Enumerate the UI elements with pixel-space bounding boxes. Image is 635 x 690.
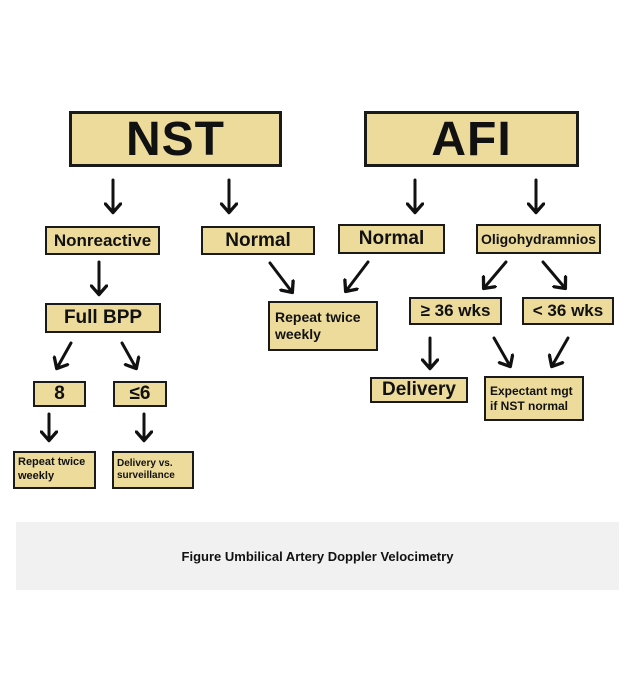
- arrow-normal-repeat-a: [268, 261, 292, 292]
- node-afi: AFI: [364, 111, 579, 167]
- caption-band: Figure Umbilical Artery Doppler Velocime…: [16, 522, 619, 590]
- arrow-fullbpp-8: [57, 341, 73, 368]
- node-nonreactive: Nonreactive: [45, 226, 160, 255]
- arrow-oligo-ge36: [484, 260, 508, 288]
- arrow-fullbpp-le6: [120, 341, 136, 368]
- arrow-normal-repeat-b: [346, 260, 370, 291]
- node-ge-36-wks: ≥ 36 wks: [409, 297, 502, 325]
- node-normal-nst: Normal: [201, 226, 315, 255]
- arrow-ge36-expectant: [492, 336, 510, 366]
- node-oligohydramnios: Oligohydramnios: [476, 224, 601, 254]
- arrow-oligo-lt36: [541, 260, 565, 288]
- arrow-lt36-expectant: [552, 336, 570, 366]
- node-delivery: Delivery: [370, 377, 468, 403]
- node-repeat-twice-weekly-left: Repeat twice weekly: [13, 451, 96, 489]
- node-repeat-twice-weekly-center: Repeat twice weekly: [268, 301, 378, 351]
- arrows-layer: [0, 178, 570, 520]
- node-delivery-vs-surveillance: Delivery vs. surveillance: [112, 451, 194, 489]
- node-full-bpp: Full BPP: [45, 303, 161, 333]
- figure-caption: Figure Umbilical Artery Doppler Velocime…: [181, 548, 454, 564]
- node-normal-afi: Normal: [338, 224, 445, 254]
- node-expectant-mgt: Expectant mgt if NST normal: [484, 376, 584, 421]
- node-score-8: 8: [33, 381, 86, 407]
- node-nst: NST: [69, 111, 282, 167]
- node-lt-36-wks: < 36 wks: [522, 297, 614, 325]
- node-score-le6: ≤6: [113, 381, 167, 407]
